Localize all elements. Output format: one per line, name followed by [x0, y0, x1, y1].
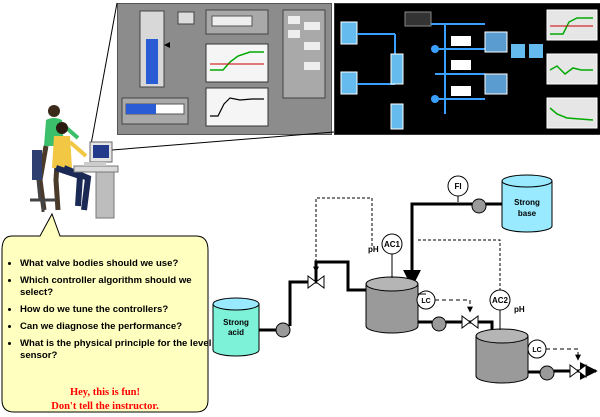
acid-control-valve-icon	[307, 275, 325, 289]
question-list: What valve bodies should we use? Which c…	[6, 258, 216, 367]
ph2-label: pH	[514, 305, 525, 314]
strong-base-tank	[501, 174, 553, 233]
vessel1-pump-icon	[431, 316, 447, 332]
process-display-screen	[334, 3, 600, 135]
question-item: Can we diagnose the performance?	[20, 321, 216, 332]
vessel-2	[475, 328, 529, 384]
vessel1-outlet-valve-icon	[461, 315, 479, 329]
ph1-label: pH	[368, 245, 379, 254]
speech-bubble	[1, 212, 209, 413]
analyzer-2-circle	[489, 289, 511, 311]
base-tank-label-1: Strong	[514, 198, 540, 207]
acid-tank-label-2: acid	[228, 328, 244, 337]
ac2-label: AC2	[492, 296, 509, 305]
level-bar-fill	[146, 39, 158, 84]
vessel2-pump-icon	[539, 365, 555, 381]
fun-line-2: Don't tell the instructor.	[51, 401, 159, 412]
question-item: What is the physical principle for the l…	[20, 338, 216, 361]
pointer-line-left	[89, 2, 118, 151]
question-item: How do we tune the controllers?	[20, 304, 216, 315]
pointer-line-right	[111, 131, 335, 151]
analyzer-1-circle	[381, 233, 403, 255]
lc2-label: LC	[532, 347, 541, 354]
question-item: What valve bodies should we use?	[20, 258, 216, 269]
flow-indicator-circle	[447, 175, 469, 197]
strong-acid-tank	[212, 297, 260, 357]
vessel2-outlet-valve-icon	[569, 364, 587, 378]
lc1-label: LC	[421, 298, 430, 305]
fun-line-1: Hey, this is fun!	[69, 387, 140, 398]
ac1-label: AC1	[384, 240, 401, 249]
fi-label: FI	[454, 182, 461, 191]
base-pump-icon	[471, 198, 487, 214]
acid-pump-icon	[275, 322, 291, 338]
base-tank-label-2: base	[518, 209, 537, 218]
operator-panel-screen	[117, 3, 332, 135]
vessel-1	[365, 276, 419, 334]
acid-tank-label-1: Strong	[223, 318, 249, 327]
question-item: Which controller algorithm should we sel…	[20, 275, 216, 298]
operators-illustration	[30, 105, 119, 219]
